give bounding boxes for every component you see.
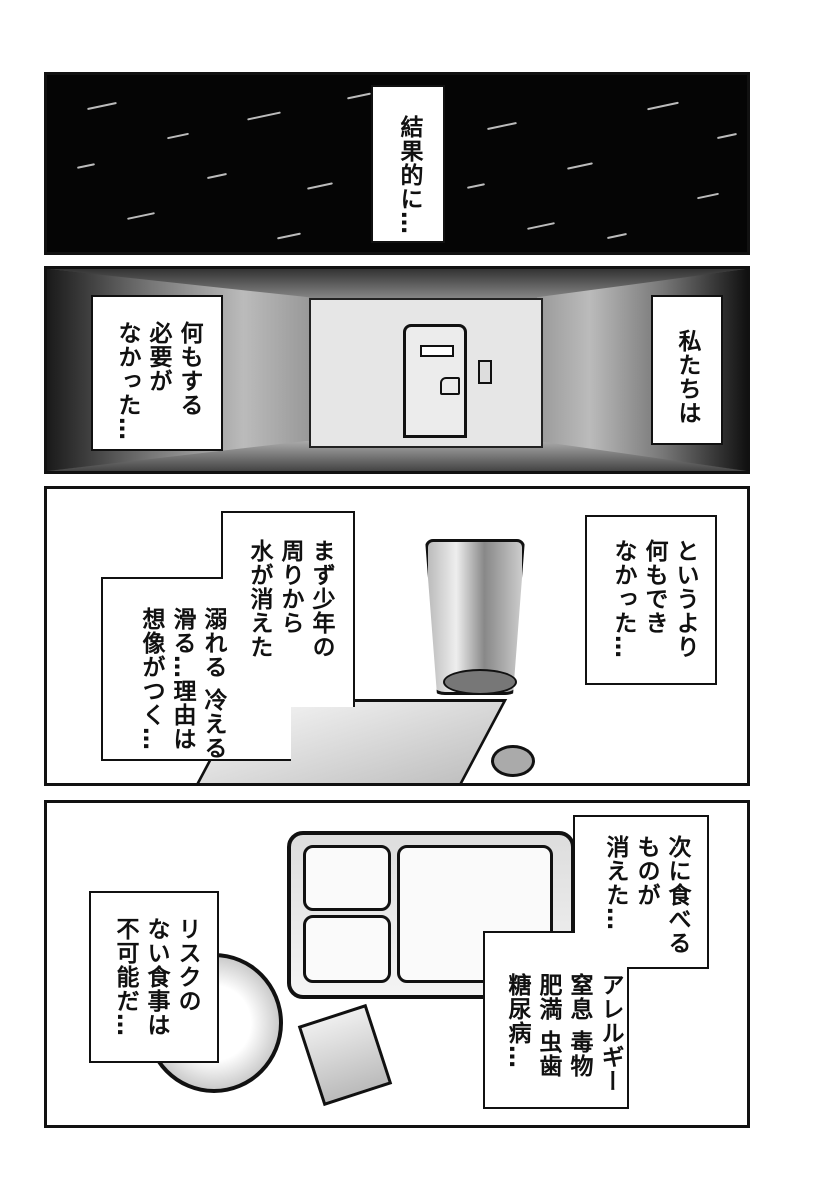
packet <box>297 1003 393 1107</box>
panel-room: 何もする 必要が なかった… 私たちは <box>44 266 750 474</box>
caption-text: 私たちは <box>674 329 700 425</box>
tray-compartment <box>303 915 391 983</box>
caption-text: 次に食べる ものが 消えた… <box>602 835 690 955</box>
caption-text: 結果的に… <box>396 115 422 235</box>
bottle-cap <box>491 745 535 777</box>
caption-box: リスクの ない食事は 不可能だ… <box>89 891 219 1063</box>
caption-text: 何もする 必要が なかった… <box>114 321 202 441</box>
keypad-icon <box>478 360 492 384</box>
caption-text: 溺れる 冷える 滑る…理由は 想像がつく… <box>138 607 226 761</box>
caption-text: リスクの ない食事は 不可能だ… <box>112 917 200 1037</box>
panel-night-sky: 結果的に… <box>44 72 750 255</box>
meal-tray <box>287 831 575 999</box>
caption-box: 結果的に… <box>371 85 445 243</box>
caption-box: というより 何もでき なかった… <box>585 515 717 685</box>
tray-compartment <box>303 845 391 911</box>
caption-text: というより 何もでき なかった… <box>610 539 698 659</box>
door-slot <box>420 345 454 357</box>
caption-text: まず少年の 周りから 水が消えた <box>246 539 334 659</box>
panel-glass: というより 何もでき なかった… まず少年の 周りから 水が消えた 溺れる 冷え… <box>44 486 750 786</box>
door-handle-icon <box>440 377 460 395</box>
caption-box: 何もする 必要が なかった… <box>91 295 223 451</box>
back-wall <box>309 298 543 448</box>
glass-base <box>443 669 517 695</box>
door <box>403 324 467 438</box>
panel-tray: リスクの ない食事は 不可能だ… 次に食べる ものが 消えた… アレルギー 窒息… <box>44 800 750 1128</box>
caption-text: アレルギー 窒息 毒物 肥満 虫歯 糖尿病… <box>504 973 623 1093</box>
caption-box: 私たちは <box>651 295 723 445</box>
